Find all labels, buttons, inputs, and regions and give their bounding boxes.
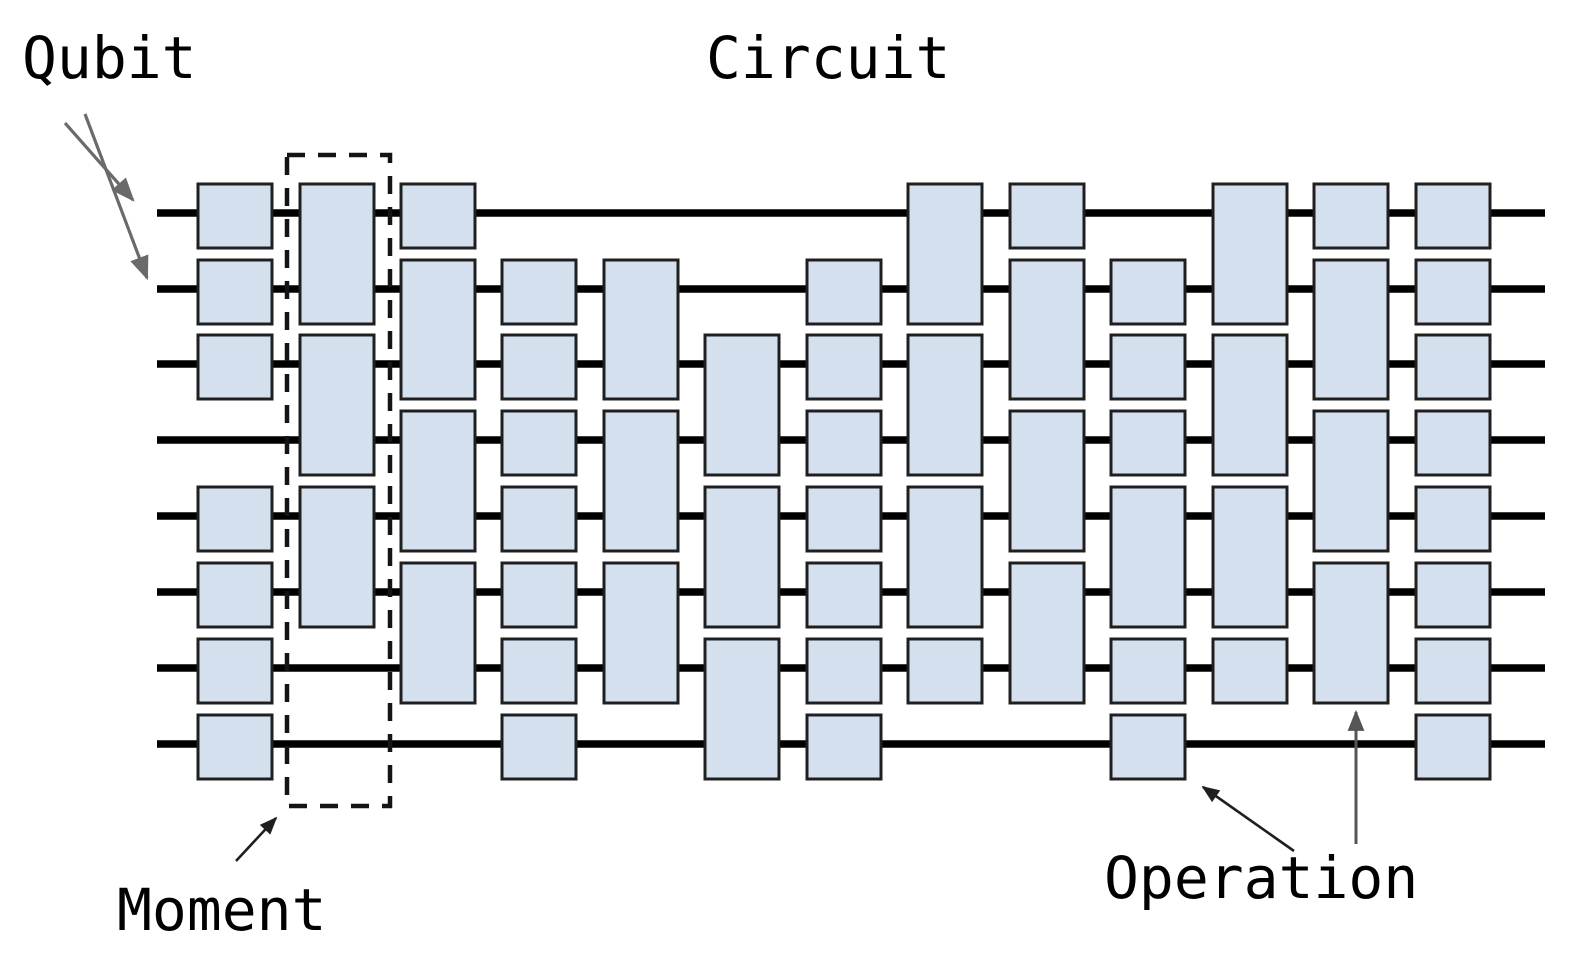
single-qubit-gate-m4-q3 [500,333,578,401]
single-qubit-gate-m1-q6 [196,561,274,629]
single-qubit-gate-m4-q4 [500,409,578,477]
two-qubit-gate-m11-q34 [1211,333,1289,477]
single-qubit-gate-m13-q1 [1414,182,1492,250]
single-qubit-gate-m1-q2 [196,258,274,326]
two-qubit-gate-m5-q67 [602,561,680,705]
single-qubit-gate-m7-q6 [805,561,883,629]
two-qubit-gate-m12-q23 [1312,258,1390,401]
single-qubit-gate-m10-q7 [1109,637,1187,705]
single-qubit-gate-m1-q3 [196,333,274,401]
moment-label: Moment [117,876,327,944]
single-qubit-gate-m4-q2 [500,258,578,326]
qubit-label: Qubit [22,24,197,92]
single-qubit-gate-m10-q8 [1109,713,1187,781]
single-qubit-gate-m10-q4 [1109,409,1187,477]
single-qubit-gate-m11-q7 [1211,637,1289,705]
single-qubit-gate-m1-q7 [196,637,274,705]
two-qubit-gate-m8-q12 [906,182,984,326]
two-qubit-gate-m11-q12 [1211,182,1289,326]
moment-dashed-box [284,152,393,809]
single-qubit-gate-m1-q5 [196,485,274,553]
single-qubit-gate-m12-q1 [1312,182,1390,250]
two-qubit-gate-m3-q23 [399,258,477,401]
moment-arrow [235,816,278,862]
single-qubit-gate-m7-q8 [805,713,883,781]
single-qubit-gate-m4-q5 [500,485,578,553]
two-qubit-gate-m10-q56 [1109,485,1187,629]
single-qubit-gate-m4-q6 [500,561,578,629]
single-qubit-gate-m13-q3 [1414,333,1492,401]
single-qubit-gate-m1-q1 [196,182,274,250]
single-qubit-gate-m9-q1 [1008,182,1086,250]
operation-label: Operation [1104,844,1419,912]
single-qubit-gate-m8-q7 [906,637,984,705]
two-qubit-gate-m12-q67 [1312,561,1390,705]
single-qubit-gate-m10-q2 [1109,258,1187,326]
single-qubit-gate-m4-q7 [500,637,578,705]
single-qubit-gate-m13-q8 [1414,713,1492,781]
single-qubit-gate-m1-q8 [196,713,274,781]
single-qubit-gate-m13-q4 [1414,409,1492,477]
two-qubit-gate-m12-q45 [1312,409,1390,553]
qubit-arrow-1 [63,121,135,202]
two-qubit-gate-m11-q56 [1211,485,1289,629]
single-qubit-gate-m3-q1 [399,182,477,250]
single-qubit-gate-m13-q5 [1414,485,1492,553]
single-qubit-gate-m7-q4 [805,409,883,477]
two-qubit-gate-m2-q34 [298,333,376,477]
two-qubit-gate-m3-q67 [399,561,477,705]
two-qubit-gate-m6-q78 [703,637,781,781]
page-title: Circuit [706,24,951,92]
two-qubit-gate-m6-q56 [703,485,781,629]
single-qubit-gate-m7-q2 [805,258,883,326]
two-qubit-gate-m9-q23 [1008,258,1086,401]
two-qubit-gate-m6-q34 [703,333,781,477]
single-qubit-gate-m7-q7 [805,637,883,705]
two-qubit-gate-m9-q67 [1008,561,1086,705]
two-qubit-gate-m9-q45 [1008,409,1086,553]
two-qubit-gate-m5-q45 [602,409,680,553]
single-qubit-gate-m7-q5 [805,485,883,553]
qubit-arrow-2 [83,113,149,281]
two-qubit-gate-m2-q12 [298,182,376,326]
single-qubit-gate-m10-q3 [1109,333,1187,401]
two-qubit-gate-m5-q23 [602,258,680,401]
two-qubit-gate-m8-q34 [906,333,984,477]
two-qubit-gate-m3-q45 [399,409,477,553]
single-qubit-gate-m13-q6 [1414,561,1492,629]
single-qubit-gate-m4-q8 [500,713,578,781]
two-qubit-gate-m2-q56 [298,485,376,629]
single-qubit-gate-m7-q3 [805,333,883,401]
single-qubit-gate-m13-q2 [1414,258,1492,326]
two-qubit-gate-m8-q56 [906,485,984,629]
operation-arrow-diagonal [1201,785,1295,853]
single-qubit-gate-m13-q7 [1414,637,1492,705]
